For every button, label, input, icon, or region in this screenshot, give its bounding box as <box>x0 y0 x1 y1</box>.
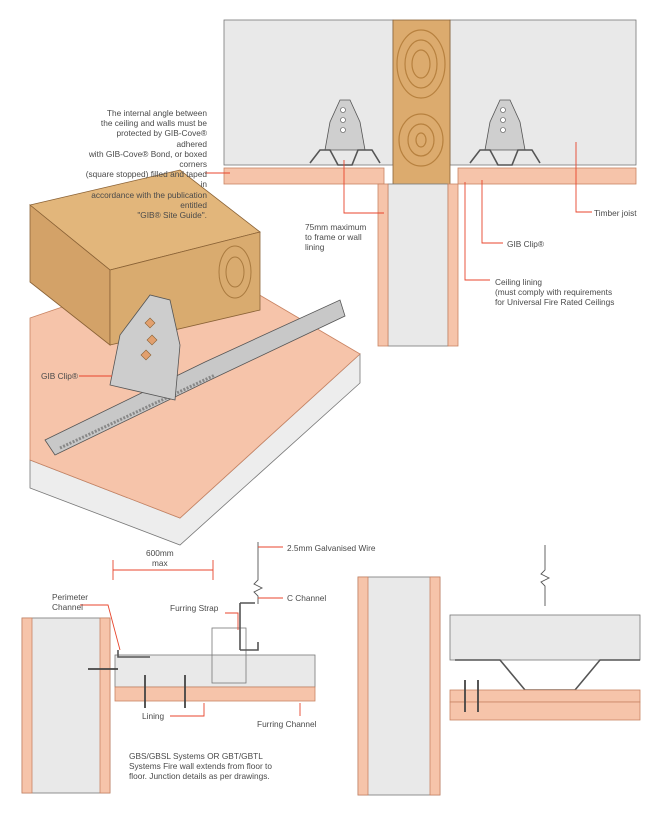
perimeter-channel-bl <box>117 650 150 658</box>
gib-clip-right <box>469 99 541 166</box>
c-channel-profile <box>239 602 259 651</box>
bottom-left-detail <box>21 542 316 794</box>
timber-joist <box>392 19 451 186</box>
top-section-detail <box>205 19 637 347</box>
slab-br <box>449 614 641 661</box>
c-channel-label: C Channel <box>287 593 327 603</box>
wire-bl <box>253 542 264 604</box>
wall-lining-br-left <box>357 576 369 796</box>
gib-clip-3d <box>109 294 181 401</box>
wall-frame <box>387 183 449 347</box>
wall-board-bl <box>21 617 111 794</box>
timber-joist-label: Timber joist <box>594 208 637 218</box>
cove-note-label: The internal angle between the ceiling a… <box>85 108 207 221</box>
wall-lining-left <box>377 183 389 347</box>
furring-channel-br <box>455 659 640 691</box>
ceiling-board-bl <box>114 654 316 688</box>
max-frame-label: 75mm maximum to frame or wall lining <box>305 222 367 253</box>
furring-strap-label: Furring Strap <box>170 603 219 613</box>
wall-lining-right <box>447 183 459 347</box>
systems-note-label: GBS/GBSL Systems OR GBT/GBTL Systems Fir… <box>129 751 272 782</box>
ceiling-lining-bl <box>114 686 316 702</box>
wall-board-br <box>357 576 441 796</box>
furring-channel-label: Furring Channel <box>257 719 317 729</box>
furring-channel-3d <box>44 299 346 456</box>
ceiling-lining-right <box>457 167 637 185</box>
bottom-right-detail <box>357 545 641 796</box>
isometric-detail <box>29 169 361 546</box>
furring-strap-box <box>211 627 247 684</box>
upper-ceiling-board-right <box>449 19 637 166</box>
wall-lining-bl-left <box>21 617 33 794</box>
upper-ceiling-board-left <box>223 19 394 166</box>
ceiling-lining-br <box>449 701 641 721</box>
wire-label: 2.5mm Galvanised Wire <box>287 543 376 553</box>
gib-clip-3d-label: GIB Clip® <box>41 371 79 381</box>
bottom-left-leader-lines <box>80 546 301 717</box>
lining-label: Lining <box>142 711 165 721</box>
wall-lining-bl-right <box>99 617 111 794</box>
ceiling-lining-left <box>223 167 385 185</box>
gib-clip-label: GIB Clip® <box>507 239 545 249</box>
top-leader-lines <box>205 142 592 281</box>
ceiling-lining-label: Ceiling lining (must comply with require… <box>495 277 615 308</box>
gib-clip-left <box>309 99 381 166</box>
wire-br <box>540 545 551 606</box>
wall-lining-br-right <box>429 576 441 796</box>
perimeter-channel-label: Perimeter Channel <box>52 592 88 613</box>
spacing-label: 600mm max <box>146 548 174 569</box>
